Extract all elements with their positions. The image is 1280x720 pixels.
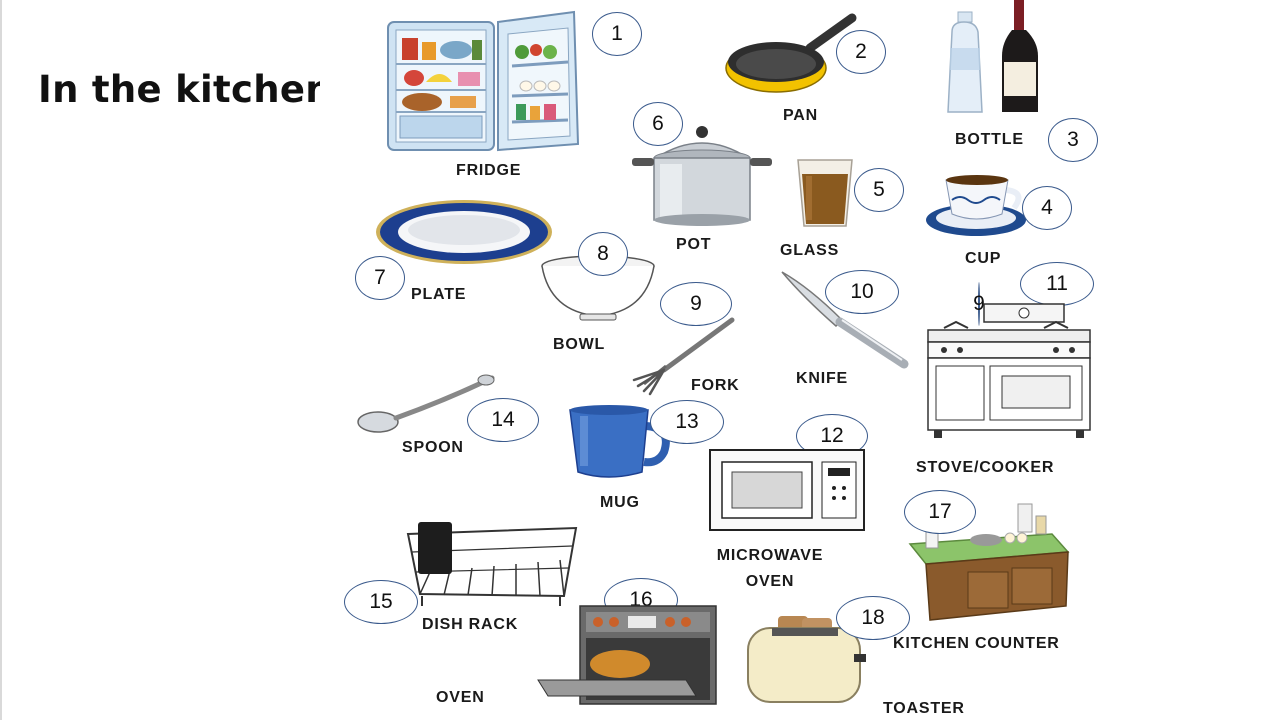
oven-icon (537, 605, 717, 705)
label-microwave-line2: OVEN (745, 573, 795, 590)
mug-icon (569, 405, 670, 478)
number-badge-11: 11 (1020, 262, 1094, 306)
label-microwave-oven: MICROWAVE OVEN (700, 543, 840, 595)
label-mug: MUG (600, 494, 640, 511)
label-stove-cooker: STOVE/COOKER (916, 459, 1055, 476)
number-badge-4: 4 (1022, 186, 1072, 230)
number-badge-9: 9 (973, 282, 985, 326)
label-fork: FORK (691, 377, 740, 394)
label-oven: OVEN (436, 689, 485, 706)
cup-icon (926, 175, 1026, 236)
label-bottle: BOTTLE (955, 131, 1024, 148)
label-microwave-line1: MICROWAVE (716, 547, 824, 564)
label-plate: PLATE (411, 286, 467, 303)
number-badge-13: 13 (650, 400, 724, 444)
number-badge-17: 17 (904, 490, 976, 534)
number-badge-8: 8 (578, 232, 628, 276)
label-knife: KNIFE (796, 370, 848, 387)
number-badge-3: 3 (1048, 118, 1098, 162)
label-cup: CUP (965, 250, 1002, 267)
pan-icon (725, 13, 857, 93)
number-badge-6: 6 (633, 102, 683, 146)
label-fridge: FRIDGE (456, 162, 522, 179)
fork-icon (632, 317, 735, 396)
bottle-icon (947, 0, 1038, 113)
page-title: In the kitchen (38, 68, 332, 111)
glass-icon (797, 159, 853, 227)
stove-icon (927, 303, 1091, 438)
number-badge-9: 9 (660, 282, 732, 326)
label-kitchen-counter: KITCHEN COUNTER (893, 635, 1060, 652)
number-badge-2: 2 (836, 30, 886, 74)
number-badge-14: 14 (467, 398, 539, 442)
number-badge-5: 5 (854, 168, 904, 212)
fridge-icon (387, 10, 580, 152)
kitchen-vocabulary-board: 1 FRIDGE 2 PAN BOTTLE 3 6 POT 5 GLASS (320, 0, 1280, 720)
label-pot: POT (676, 236, 712, 253)
number-badge-10: 10 (825, 270, 899, 314)
pot-icon (632, 126, 772, 226)
label-glass: GLASS (780, 242, 840, 259)
number-badge-1: 1 (592, 12, 642, 56)
label-dish-rack: DISH RACK (422, 616, 519, 633)
slide-edge (0, 0, 2, 720)
number-badge-15: 15 (344, 580, 418, 624)
kitchen-counter-icon (908, 503, 1070, 621)
label-toaster: TOASTER (883, 700, 965, 717)
number-badge-18: 18 (836, 596, 910, 640)
knife-icon (781, 271, 909, 369)
label-bowl: BOWL (553, 336, 606, 353)
toaster-icon (747, 616, 866, 703)
dish-rack-icon (406, 522, 578, 606)
microwave-icon (709, 449, 865, 531)
spoon-icon (357, 374, 495, 433)
number-badge-7: 7 (355, 256, 405, 300)
plate-icon (376, 200, 552, 264)
label-pan: PAN (783, 107, 818, 124)
label-spoon: SPOON (402, 439, 464, 456)
